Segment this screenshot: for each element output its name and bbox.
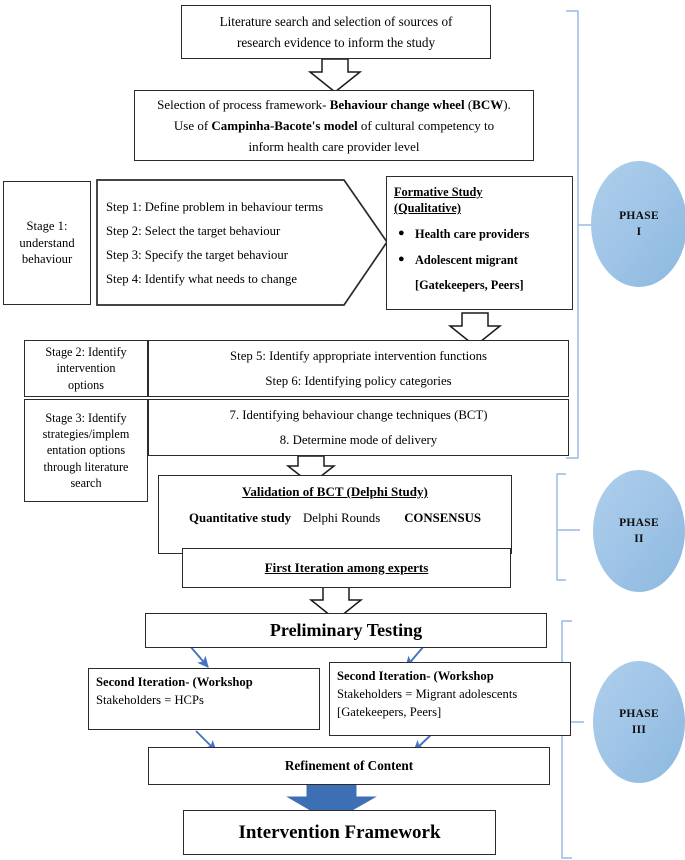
phase-2-numeral: II [634, 532, 644, 545]
stage-1-box[interactable]: Stage 1: understand behaviour [3, 181, 91, 305]
literature-search-line1: Literature search and selection of sourc… [219, 13, 453, 29]
stage-1-line3: behaviour [21, 252, 73, 267]
steps-1-4-arrow-shape [96, 179, 389, 306]
stage-3-line3: entation options [46, 443, 126, 458]
bullet-icon: ● [398, 253, 405, 265]
arrow-lit-to-framework [307, 58, 363, 93]
intervention-framework-box[interactable]: Intervention Framework [183, 810, 496, 855]
first-iteration-label: First Iteration among experts [264, 560, 429, 575]
literature-search-box[interactable]: Literature search and selection of sourc… [181, 5, 491, 59]
formative-study-subnote: [Gatekeepers, Peers] [415, 278, 524, 292]
phase-1-label: PHASE I [599, 209, 679, 240]
formative-study-bullet-2-label: Adolescent migrant [415, 253, 518, 267]
process-framework-line3: inform health care provider level [248, 139, 420, 155]
literature-search-line2: research evidence to inform the study [236, 35, 436, 50]
validation-row: Quantitative study Delphi Rounds CONSENS… [159, 511, 511, 526]
phase-3-ellipse [593, 661, 685, 783]
preliminary-testing-label: Preliminary Testing [269, 620, 423, 640]
arrow-prelim-to-left-workshop [189, 645, 209, 668]
validation-box[interactable]: Validation of BCT (Delphi Study) Quantit… [158, 475, 512, 554]
stage-3-line1: Stage 3: Identify [45, 411, 127, 426]
formative-study-bullet-1-label: Health care providers [415, 227, 530, 241]
stage-1-line1: Stage 1: [26, 219, 68, 234]
refinement-label: Refinement of Content [284, 758, 414, 773]
phase-2-ellipse [593, 470, 685, 592]
second-iteration-left-line1: Second Iteration- (Workshop [96, 675, 253, 689]
steps-7-8-box[interactable]: 7. Identifying behaviour change techniqu… [148, 399, 569, 456]
arrow-first-iteration-to-preliminary [308, 586, 364, 621]
stage-1-line2: understand [19, 235, 75, 250]
phase-1-numeral: I [636, 225, 642, 238]
step-1-label: Step 1: Define problem in behaviour term… [106, 199, 324, 214]
step-4-label: Step 4: Identify what needs to change [106, 271, 297, 286]
process-framework-line2: Use of Campinha-Bacote's model of cultur… [173, 117, 495, 133]
bracket-phase-2 [556, 473, 566, 581]
step-3-label: Step 3: Specify the target behaviour [106, 247, 288, 262]
step-2-label: Step 2: Select the target behaviour [106, 223, 281, 238]
bracket-phase-1 [566, 10, 579, 459]
bracket-phase-3 [561, 620, 572, 859]
formative-study-heading-line2: (Qualitative) [394, 201, 461, 215]
process-framework-line1: Selection of process framework- Behaviou… [157, 96, 511, 112]
process-framework-box[interactable]: Selection of process framework- Behaviou… [134, 90, 534, 161]
phase-3-name: PHASE [619, 708, 659, 720]
stage-2-line2: intervention [56, 361, 116, 376]
arrow-refinement-to-framework [286, 784, 377, 823]
first-iteration-box[interactable]: First Iteration among experts [182, 548, 511, 588]
delphi-rounds-label: Delphi Rounds [303, 511, 381, 525]
phase-brackets [556, 10, 596, 859]
phase-3-numeral: III [631, 723, 647, 736]
bullet-icon: ● [398, 227, 405, 239]
phase-3-label: PHASE III [599, 707, 679, 738]
phase-2-label: PHASE II [599, 516, 679, 547]
second-iteration-right-line1: Second Iteration- (Workshop [337, 669, 494, 683]
step-8-label: 8. Determine mode of delivery [279, 432, 438, 447]
step-7-label: 7. Identifying behaviour change techniqu… [229, 407, 488, 422]
stage-3-line5: search [70, 475, 102, 490]
validation-heading: Validation of BCT (Delphi Study) [242, 484, 428, 499]
second-iteration-left-line2: Stakeholders = HCPs [96, 693, 204, 707]
stage-3-line2: strategies/implem [42, 427, 130, 442]
steps-1-4-group[interactable]: Step 1: Define problem in behaviour term… [106, 186, 356, 300]
formative-study-bullet-2: ● Adolescent migrant [394, 253, 518, 268]
second-iteration-right-line2: Stakeholders = Migrant adolescents [337, 687, 518, 701]
consensus-label: CONSENSUS [404, 511, 481, 525]
preliminary-testing-box[interactable]: Preliminary Testing [145, 613, 547, 648]
step-5-label: Step 5: Identify appropriate interventio… [230, 348, 487, 363]
stage-2-box[interactable]: Stage 2: Identify intervention options [24, 340, 148, 397]
phase-1-name: PHASE [619, 210, 659, 222]
second-iteration-right-line3: [Gatekeepers, Peers] [337, 705, 442, 719]
stage-3-line4: through literature [43, 459, 129, 474]
refinement-box[interactable]: Refinement of Content [148, 747, 550, 785]
second-iteration-right-box[interactable]: Second Iteration- (Workshop Stakeholders… [329, 662, 571, 736]
stage-2-line1: Stage 2: Identify [45, 345, 127, 360]
intervention-framework-label: Intervention Framework [238, 821, 441, 843]
steps-5-6-box[interactable]: Step 5: Identify appropriate interventio… [148, 340, 569, 397]
arrow-formative-to-stage2 [447, 312, 503, 347]
phase-1-ellipse [591, 161, 685, 287]
second-iteration-left-box[interactable]: Second Iteration- (Workshop Stakeholders… [88, 668, 320, 730]
formative-study-box[interactable]: Formative Study (Qualitative) ● Health c… [386, 176, 573, 310]
step-6-label: Step 6: Identifying policy categories [265, 373, 452, 388]
stage-3-box[interactable]: Stage 3: Identify strategies/implem enta… [24, 399, 148, 502]
validation-quantitative-label: Quantitative study [189, 511, 292, 525]
stage-2-line3: options [68, 377, 104, 392]
formative-study-heading-line1: Formative Study [394, 185, 483, 199]
formative-study-bullet-1: ● Health care providers [394, 227, 529, 242]
phase-2-name: PHASE [619, 517, 659, 529]
